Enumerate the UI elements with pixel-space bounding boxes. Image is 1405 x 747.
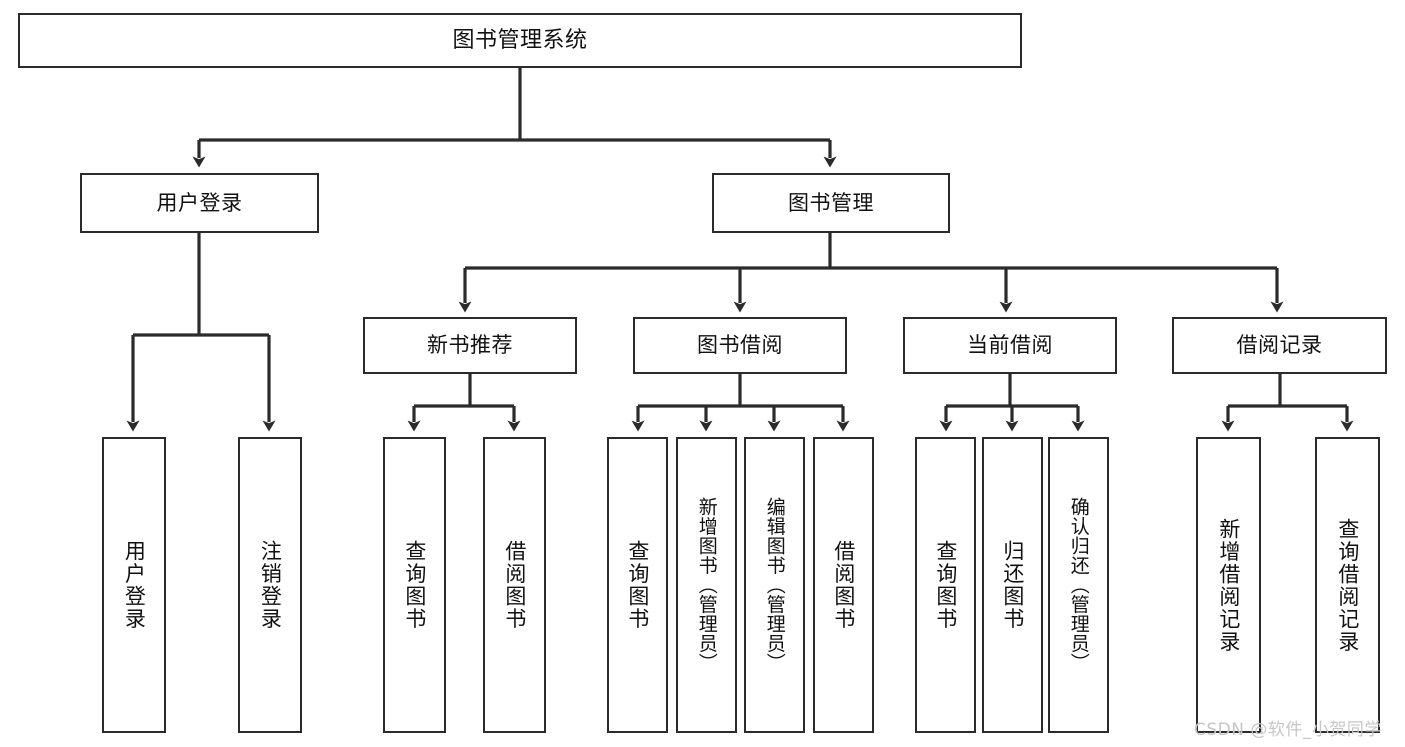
leaf-new-book-query-book[interactable]: 查询图书: [383, 437, 446, 733]
leaf-current-borrow-query-book[interactable]: 查询图书: [915, 437, 976, 733]
leaf-user-login-logout[interactable]: 注销登录: [238, 437, 302, 733]
leaf-book-borrow-edit-book-admin[interactable]: 编辑图书（管理员）: [744, 437, 805, 733]
node-book-management[interactable]: 图书管理: [712, 173, 950, 233]
node-label: 查询图书: [625, 540, 650, 630]
node-label: 图书管理: [788, 190, 874, 215]
node-label: 归还图书: [1000, 540, 1025, 630]
node-label: 新增图书（管理员）: [695, 497, 718, 673]
node-new-book-recommend[interactable]: 新书推荐: [363, 317, 577, 374]
node-label: 注销登录: [258, 540, 283, 630]
node-label: 借阅记录: [1236, 333, 1323, 358]
csdn-watermark: CSDN @软件_小贺同学: [1194, 720, 1382, 740]
node-label: 查询图书: [402, 540, 427, 630]
node-label: 借阅图书: [502, 540, 527, 630]
leaf-book-borrow-borrow-book[interactable]: 借阅图书: [813, 437, 874, 733]
node-label: 图书借阅: [697, 333, 783, 358]
node-label: 查询借阅记录: [1335, 517, 1360, 653]
node-label: 新书推荐: [427, 333, 513, 358]
node-current-borrow[interactable]: 当前借阅: [903, 317, 1117, 374]
leaf-current-borrow-return-book[interactable]: 归还图书: [982, 437, 1043, 733]
node-book-borrow[interactable]: 图书借阅: [633, 317, 847, 374]
node-label: 新增借阅记录: [1216, 517, 1241, 653]
leaf-borrow-record-add-record[interactable]: 新增借阅记录: [1196, 437, 1261, 733]
node-label: 图书管理系统: [452, 27, 588, 53]
leaf-book-borrow-query-book[interactable]: 查询图书: [607, 437, 668, 733]
leaf-borrow-record-query-record[interactable]: 查询借阅记录: [1315, 437, 1380, 733]
node-label: 确认归还（管理员）: [1067, 497, 1090, 673]
node-label: 用户登录: [156, 190, 243, 215]
node-label: 查询图书: [933, 540, 958, 630]
leaf-current-borrow-confirm-return-admin[interactable]: 确认归还（管理员）: [1048, 437, 1109, 733]
leaf-user-login-login[interactable]: 用户登录: [102, 437, 166, 733]
leaf-book-borrow-add-book-admin[interactable]: 新增图书（管理员）: [676, 437, 737, 733]
node-label: 编辑图书（管理员）: [763, 497, 786, 673]
node-root-book-management-system[interactable]: 图书管理系统: [18, 13, 1022, 68]
node-label: 当前借阅: [967, 333, 1053, 358]
node-user-login[interactable]: 用户登录: [80, 173, 319, 233]
node-label: 用户登录: [122, 540, 147, 630]
node-borrow-record[interactable]: 借阅记录: [1172, 317, 1387, 374]
leaf-new-book-borrow-book[interactable]: 借阅图书: [483, 437, 546, 733]
node-label: 借阅图书: [831, 540, 856, 630]
